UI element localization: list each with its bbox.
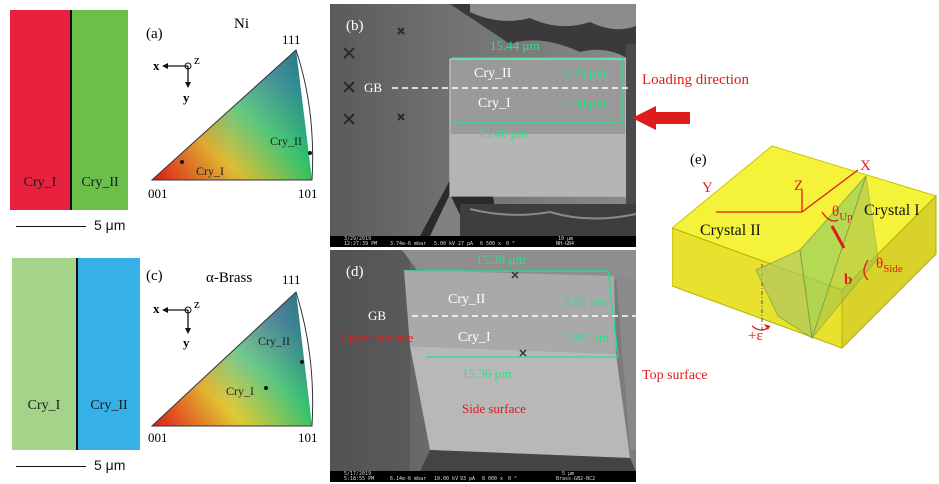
ipf-axis-y: y	[183, 90, 190, 105]
grain-cry1-ni	[10, 10, 70, 210]
ipf-corner-111: 111	[282, 272, 301, 287]
sem-info-bar: 5/17/2019 5:18:55 PM 6.14e-6 mbar 10.00 …	[330, 471, 636, 482]
sem-info-bar: 3/29/2019 12:27:39 PM 3.74e-6 mbar 5.00 …	[330, 236, 636, 247]
sem-image-b: 15.44 μm 15.48 μm 3.73 μm 4.30 μm Cry_II…	[330, 4, 636, 247]
bicrystal-schematic	[672, 145, 937, 350]
ipf-point-label-cry2: Cry_II	[270, 134, 302, 148]
sem-scale: 5 μm	[562, 471, 575, 477]
ipf-triangle-ni	[150, 49, 314, 181]
meas-top-height: 3.73 μm	[563, 66, 607, 81]
grain-cry2-brass	[78, 258, 140, 450]
sem-time: 5:18:55 PM	[344, 476, 375, 482]
panel-label-a: (a)	[146, 26, 163, 42]
sem-date: 3/29/2019	[344, 236, 372, 242]
ipf-axis-x: x	[153, 301, 160, 316]
meas-bottom-width: 15.36 μm	[462, 366, 512, 381]
sem-time: 12:27:39 PM	[344, 241, 378, 247]
loading-arrow-icon	[632, 106, 690, 130]
material-label-ni: Ni	[234, 16, 249, 32]
sem-tilt: 0 °	[506, 241, 516, 247]
grain-label-bottom: Cry_I	[458, 330, 491, 345]
scale-bar-label: 5 μm	[94, 457, 126, 473]
axis-y-label: Y	[702, 180, 713, 196]
grain-label-right: Cry_II	[90, 398, 128, 413]
sem-hv: 10.00 kV	[434, 476, 459, 482]
side-surface-label: Side surface	[462, 401, 526, 416]
scale-bar-line	[16, 466, 86, 467]
ipf-point-cry1	[264, 386, 268, 390]
grain-boundary-line	[70, 10, 72, 210]
panel-label-b: (b)	[346, 18, 364, 34]
material-label-brass: α-Brass	[206, 270, 253, 286]
theta-up-label: θUp	[832, 204, 853, 223]
sem-mag: 6 500 x	[480, 241, 502, 247]
ipf-axis-x: x	[153, 58, 160, 73]
ipf-triangle-brass	[150, 291, 314, 427]
axis-z-label: Z	[794, 178, 804, 194]
strain-label: +ε	[748, 328, 763, 344]
panel-label-e: (e)	[690, 152, 707, 168]
grain-label-bottom: Cry_I	[478, 96, 511, 111]
sem-tilt: 0 °	[508, 476, 518, 482]
meas-top-height: 5.05 μm	[564, 294, 608, 309]
grain-label-right: Cry_II	[81, 175, 119, 190]
sem-hv: 5.00 kV	[434, 241, 456, 247]
sem-id: Brass-GB2-BC2	[556, 476, 596, 482]
crystal-right-label: Crystal I	[864, 202, 920, 219]
sem-mag: 8 000 x	[482, 476, 504, 482]
ipf-point-label-cry2: Cry_II	[258, 334, 290, 348]
sem-image-d: 15.38 μm 15.36 μm 5.05 μm 3.97 μm Cry_II…	[330, 250, 636, 482]
axis-x-label: X	[860, 158, 871, 174]
burgers-vector-label: b	[844, 272, 853, 288]
scale-bar-line	[16, 226, 86, 227]
ipf-point-label-cry1: Cry_I	[196, 164, 224, 178]
meas-bottom-width: 15.48 μm	[478, 126, 528, 141]
ipf-corner-111: 111	[282, 32, 301, 47]
scale-bar-label: 5 μm	[94, 217, 126, 233]
grain-map-brass: Cry_I Cry_II	[12, 258, 140, 450]
ipf-point-cry2	[300, 360, 304, 364]
panel-label-d: (d)	[346, 264, 364, 280]
sem-pressure: 3.74e-6 mbar	[390, 241, 427, 247]
grain-map-ni: Cry_I Cry_II	[10, 10, 128, 210]
sem-curr: 27 pA	[458, 241, 474, 247]
gb-label: GB	[364, 80, 383, 95]
crystal-left-label: Crystal II	[700, 222, 761, 239]
ipf-axis-y: y	[183, 335, 190, 350]
ipf-axis-z: z	[194, 296, 200, 311]
grain-cry1-brass	[12, 258, 76, 450]
meas-top-width: 15.44 μm	[490, 38, 540, 53]
grain-boundary-line	[76, 258, 78, 450]
ipf-corner-101: 101	[298, 430, 318, 445]
grain-label-left: Cry_I	[23, 175, 57, 190]
upper-surface-label: Upper surface	[340, 330, 414, 345]
ipf-corner-001: 001	[148, 186, 168, 201]
gb-label: GB	[368, 308, 387, 323]
grain-label-top: Cry_II	[448, 292, 486, 307]
grain-cry2-ni	[72, 10, 128, 210]
ipf-point-cry2	[308, 151, 312, 155]
ipf-axis-z: z	[194, 52, 200, 67]
sem-pressure: 6.14e-6 mbar	[390, 476, 427, 482]
ipf-point-label-cry1: Cry_I	[226, 384, 254, 398]
ipf-point-cry1	[180, 160, 184, 164]
top-surface-label: Top surface	[642, 368, 708, 383]
loading-direction-label: Loading direction	[642, 72, 750, 88]
meas-bottom-height: 4.30 μm	[563, 96, 607, 111]
ipf-corner-101: 101	[298, 186, 318, 201]
grain-label-top: Cry_II	[474, 66, 512, 81]
meas-bottom-height: 3.97 μm	[566, 330, 610, 345]
grain-label-left: Cry_I	[27, 398, 61, 413]
theta-side-label: θSide	[876, 256, 903, 275]
meas-top-width: 15.38 μm	[476, 252, 526, 267]
sem-scale: 10 μm	[558, 236, 574, 242]
panel-label-c: (c)	[146, 268, 163, 284]
sem-curr: 93 pA	[460, 476, 476, 482]
sem-id: NH-GB4	[556, 241, 575, 247]
ipf-corner-001: 001	[148, 430, 168, 445]
sem-date: 5/17/2019	[344, 471, 372, 477]
